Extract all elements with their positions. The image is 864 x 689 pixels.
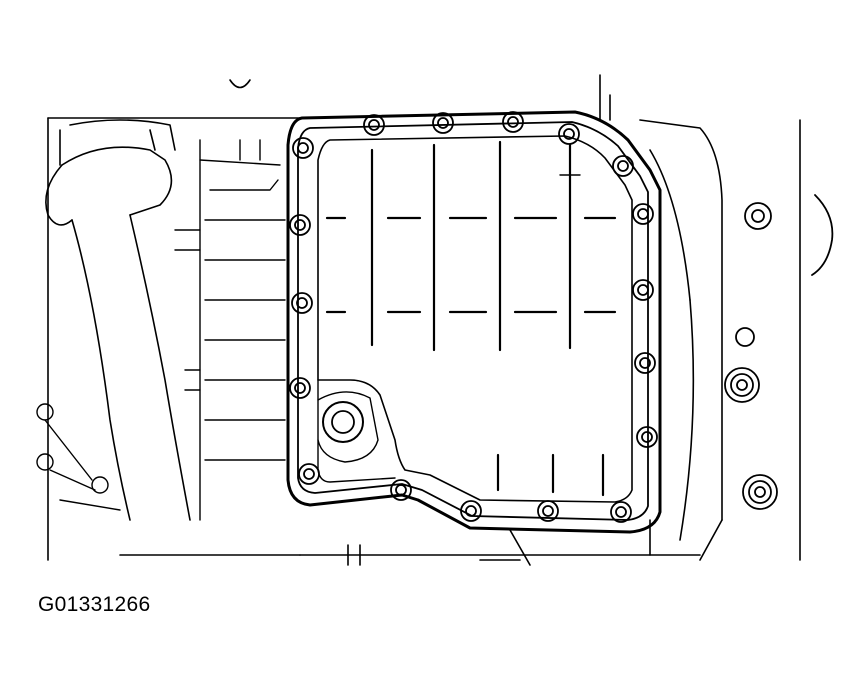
pan-bolt [291,292,313,314]
pan-bolt [502,111,524,133]
oil-pan-ribs [325,140,617,497]
oil-pan-outer-flange [286,110,662,534]
pan-bolt [363,114,385,136]
pan-bolt [460,500,482,522]
mount-bolt [744,202,772,230]
pan-bolt [558,123,580,145]
linkage-bottom-left [36,403,121,511]
oil-pan-inner-wall [317,135,633,503]
pan-bolt [390,479,412,501]
mount-bolt [724,367,760,403]
pan-bolt [432,112,454,134]
figure-id-label: G01331266 [38,593,151,616]
engine-block-background [47,74,801,566]
pan-bolt [289,214,311,236]
drain-plug-boss [322,401,364,443]
pan-bolt [612,155,634,177]
mount-bolt [735,327,755,347]
pan-bolt [289,377,311,399]
pan-bolt [634,352,656,374]
pan-bolt [636,426,658,448]
transmission-left-details [174,139,286,521]
pipe-left [45,119,191,521]
oil-pan-gasket-line [297,121,649,521]
pan-bolt [537,500,559,522]
pan-bolt [632,279,654,301]
drain-plug [331,410,355,434]
mount-bolt [742,474,778,510]
pan-bolts [289,111,658,523]
pan-bolt [298,463,320,485]
pan-bolt [610,501,632,523]
right-side-bolts [724,194,834,510]
pan-bolt [632,203,654,225]
oil-pan [286,110,662,534]
pan-bolt [292,137,314,159]
